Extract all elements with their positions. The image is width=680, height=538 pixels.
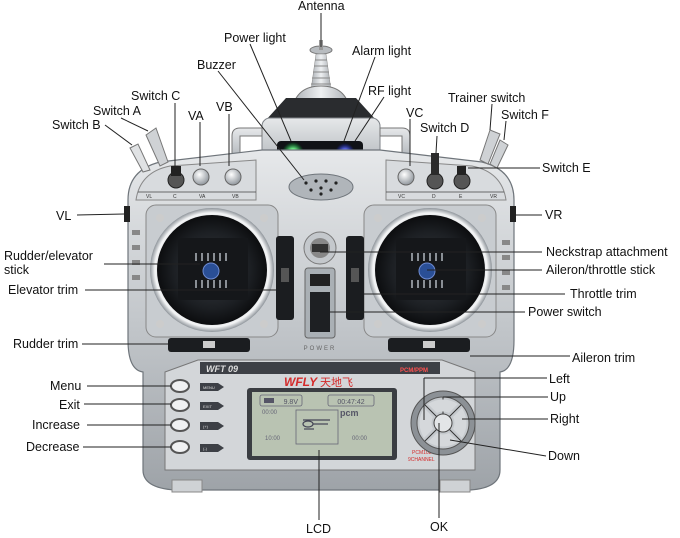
- brand-chinese: 天地飞: [320, 376, 353, 389]
- switch-a[interactable]: [145, 127, 169, 167]
- panel-label-vc: VC: [398, 194, 405, 200]
- right-foot: [439, 479, 471, 493]
- knob-va[interactable]: [192, 168, 210, 186]
- label-lcd: LCD: [306, 522, 332, 536]
- label-power-light: Power light: [224, 31, 286, 45]
- panel-label-e: E: [459, 194, 463, 200]
- left-button[interactable]: [419, 408, 434, 438]
- down-button[interactable]: [428, 433, 458, 447]
- power-switch[interactable]: [304, 267, 336, 339]
- label-increase: Increase: [32, 418, 80, 432]
- antenna: [266, 40, 376, 120]
- label-down: Down: [548, 449, 580, 463]
- label-elevator-trim: Elevator trim: [8, 283, 79, 297]
- decrease-tag: (-): [203, 446, 208, 451]
- helicopter-icon: [302, 419, 330, 430]
- right-switch-panel: VC D E VR: [385, 159, 507, 201]
- vl-dial[interactable]: [124, 206, 130, 222]
- knob-vb[interactable]: [224, 168, 242, 186]
- label-switch-e: Switch E: [542, 161, 591, 175]
- lcd-right-bottom: 00:00: [352, 436, 368, 442]
- panel-label-vl: VL: [146, 194, 152, 200]
- menu-tag: MENU: [203, 385, 215, 390]
- label-rudder-trim: Rudder trim: [13, 337, 79, 351]
- lcd-left-top: 00:00: [262, 410, 278, 416]
- label-alarm-light: Alarm light: [352, 44, 412, 58]
- direction-pad: [410, 390, 476, 456]
- left-foot: [171, 479, 203, 493]
- label-left: Left: [549, 372, 570, 386]
- label-vb: VB: [216, 100, 233, 114]
- label-vc: VC: [406, 106, 424, 120]
- label-up: Up: [550, 390, 566, 404]
- increase-button[interactable]: [170, 418, 190, 432]
- switch-c[interactable]: [167, 166, 185, 189]
- up-button[interactable]: [428, 399, 458, 414]
- panel-label-vr: VR: [490, 194, 497, 200]
- switch-d[interactable]: [426, 153, 444, 190]
- label-ok: OK: [430, 520, 449, 534]
- right-button[interactable]: [453, 408, 467, 438]
- label-switch-d: Switch D: [420, 121, 470, 135]
- label-menu: Menu: [50, 379, 82, 393]
- trainer-switch[interactable]: [479, 129, 501, 165]
- vr-dial[interactable]: [510, 206, 516, 222]
- power-text: POWER: [304, 346, 337, 352]
- panel-label-d: D: [432, 194, 436, 200]
- label-switch-f: Switch F: [501, 108, 549, 122]
- label-antenna: Antenna: [298, 0, 345, 13]
- exit-button[interactable]: [170, 398, 190, 412]
- switch-e[interactable]: [453, 166, 471, 190]
- neckstrap-attachment: [303, 231, 337, 265]
- label-decrease: Decrease: [26, 440, 80, 454]
- label-vl: VL: [56, 209, 72, 223]
- label-rudder-elevator-stick-2: stick: [4, 263, 29, 277]
- menu-button[interactable]: [170, 379, 190, 393]
- label-rudder-elevator-stick: Rudder/elevator: [4, 249, 93, 263]
- label-trainer-switch: Trainer switch: [448, 91, 526, 105]
- panel-label-vb: VB: [232, 194, 239, 200]
- channel-badge-2: 9CHANNEL: [408, 457, 435, 463]
- label-aileron-throttle-stick: Aileron/throttle stick: [546, 263, 656, 277]
- lcd-left-bottom: 10:00: [265, 436, 281, 442]
- exit-tag: EXIT: [203, 404, 212, 409]
- lcd-timer: 00:47:42: [337, 399, 364, 406]
- panel-label-c: C: [173, 194, 177, 200]
- ok-button[interactable]: [433, 413, 453, 433]
- aileron-throttle-stick[interactable]: [363, 204, 497, 338]
- panel-label-va: VA: [199, 194, 206, 200]
- label-switch-a: Switch A: [93, 104, 141, 118]
- label-switch-c: Switch C: [131, 89, 181, 103]
- lcd-voltage: 9.8V: [284, 399, 299, 406]
- label-aileron-trim: Aileron trim: [572, 351, 636, 365]
- knob-vc[interactable]: [397, 168, 415, 186]
- model-label: WFT 09: [206, 364, 238, 374]
- increase-tag: (+): [203, 424, 209, 429]
- switch-b[interactable]: [129, 143, 151, 173]
- label-vr: VR: [545, 208, 563, 222]
- brand-logo: WFLY: [284, 375, 318, 389]
- lcd: 9.8V 00:47:42 00:00 pcm 10:00 00:00: [247, 388, 397, 460]
- rudder-elevator-stick[interactable]: [145, 204, 279, 338]
- label-right: Right: [550, 412, 580, 426]
- decrease-button[interactable]: [170, 440, 190, 454]
- label-rf-light: RF light: [368, 84, 412, 98]
- channel-badge-1: PCM1024: [412, 450, 434, 456]
- label-neckstrap-attachment: Neckstrap attachment: [546, 245, 668, 259]
- leader-lines: [76, 13, 570, 520]
- label-switch-b: Switch B: [52, 118, 101, 132]
- label-exit: Exit: [59, 398, 80, 412]
- label-va: VA: [188, 109, 204, 123]
- label-throttle-trim: Throttle trim: [570, 287, 637, 301]
- label-buzzer: Buzzer: [197, 58, 236, 72]
- lcd-mode: pcm: [340, 408, 359, 418]
- mode-badge: PCM/PPM: [400, 368, 428, 374]
- label-power-switch: Power switch: [528, 305, 602, 319]
